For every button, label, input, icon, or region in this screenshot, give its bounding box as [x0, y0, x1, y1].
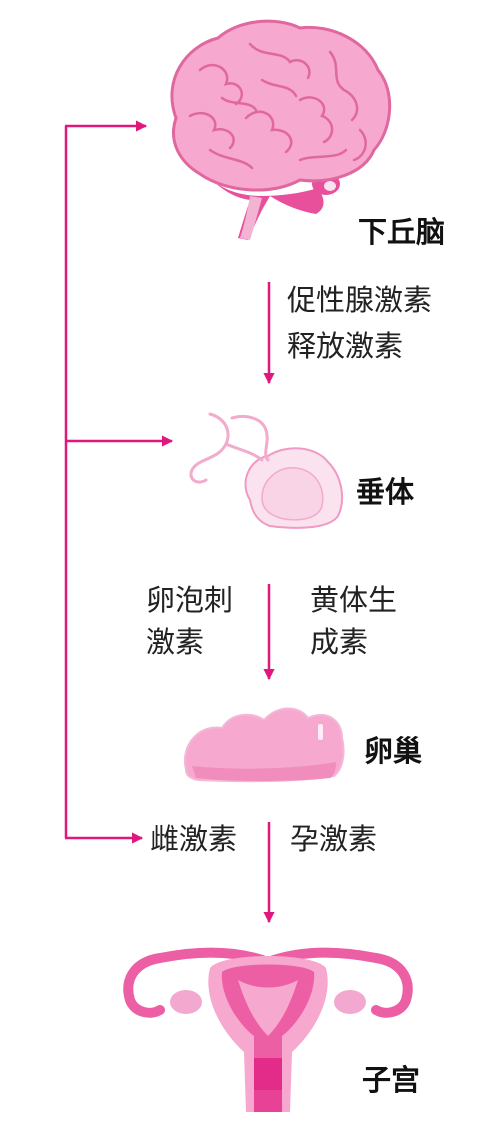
- label-pituitary: 垂体: [356, 475, 415, 509]
- label-fsh-line1: 卵泡刺: [146, 583, 233, 617]
- label-progesterone: 孕激素: [290, 822, 377, 856]
- label-uterus: 子宫: [362, 1063, 420, 1097]
- brain-icon: [170, 19, 392, 240]
- label-lh-line2: 成素: [310, 625, 368, 659]
- feedback-loop: [64, 120, 174, 844]
- label-lh-line1: 黄体生: [310, 583, 397, 617]
- pituitary-icon: [189, 412, 344, 529]
- label-estrogen: 雌激素: [150, 822, 237, 856]
- ovary-icon: [183, 707, 345, 783]
- label-hypothalamus: 下丘脑: [358, 215, 445, 249]
- label-gnrh-line1: 促性腺激素: [287, 283, 432, 317]
- label-gnrh-line2: 释放激素: [287, 329, 403, 363]
- label-fsh-line2: 激素: [146, 625, 204, 659]
- uterus-icon: [123, 947, 413, 1112]
- label-ovary: 卵巢: [364, 734, 422, 768]
